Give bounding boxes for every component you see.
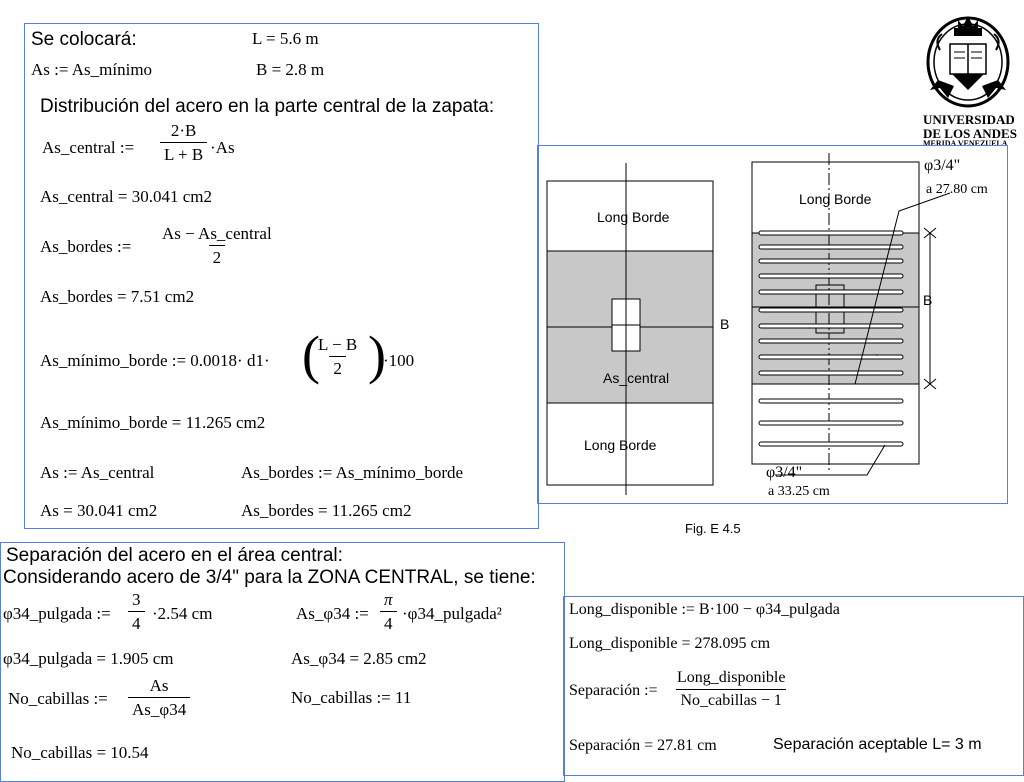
bar-top-spacing: a 27.80 cm bbox=[926, 182, 988, 197]
separacion-lhs: Separación := bbox=[569, 682, 658, 699]
separation-title: Separación del acero en el área central: bbox=[6, 545, 343, 566]
separacion-result: Separación = 27.81 cm bbox=[569, 737, 717, 754]
as-minimo-borde-denominator: 2 bbox=[329, 356, 346, 377]
phi-result: φ34_pulgada = 1.905 cm bbox=[3, 649, 174, 668]
as-phi-numerator: π bbox=[384, 590, 393, 609]
bar-bottom-label: φ3/4" bbox=[766, 464, 803, 481]
phi-def-tail: ·2.54 cm bbox=[152, 604, 213, 623]
as-final: As = 30.041 cm2 bbox=[40, 501, 158, 520]
se-colocara-label: Se colocará: bbox=[31, 29, 137, 50]
logo-line-2: DE LOS ANDES bbox=[923, 126, 1017, 141]
long-disponible-result: Long_disponible = 278.095 cm bbox=[569, 635, 771, 652]
as-phi-fraction: π 4 bbox=[380, 591, 397, 632]
separacion-fraction: Long_disponible No_cabillas − 1 bbox=[673, 670, 789, 709]
no-cabillas-fraction: As As_φ34 bbox=[128, 676, 191, 718]
as-minimo-borde-lhs: As_mínimo_borde := 0.0018· d1· bbox=[40, 351, 270, 370]
as-central-denominator: L + B bbox=[160, 142, 208, 163]
no-cabillas-lhs: No_cabillas := bbox=[8, 689, 108, 708]
as-bordes-numerator: As − As_central bbox=[162, 224, 272, 243]
logo-line-3: MERIDA VENEZUELA bbox=[923, 140, 1008, 145]
as-central-numerator: 2·B bbox=[170, 121, 197, 140]
separation-subtitle: Considerando acero de 3/4" para la ZONA … bbox=[3, 567, 536, 588]
as-central-lhs: As_central := bbox=[42, 138, 135, 157]
as-minimo-borde-result: As_mínimo_borde = 11.265 cm2 bbox=[40, 413, 266, 432]
phi-def-numerator: 3 bbox=[132, 590, 141, 609]
phi-def-denominator: 4 bbox=[128, 611, 145, 632]
right-long-borde: Long Borde bbox=[799, 191, 872, 207]
central-bars bbox=[758, 230, 904, 376]
as-minimo-borde-tail: ·100 bbox=[383, 351, 415, 370]
paren-right: ) bbox=[368, 325, 386, 385]
separacion-note: Separación aceptable L= 3 m bbox=[773, 736, 982, 753]
as-bordes-fraction: As − As_central 2 bbox=[158, 225, 276, 266]
as-bordes-result: As_bordes = 7.51 cm2 bbox=[40, 287, 195, 306]
as-central-fraction: 2·B L + B bbox=[160, 121, 208, 163]
left-b-label: B bbox=[720, 316, 730, 332]
phi-def-fraction: 3 4 bbox=[128, 591, 145, 632]
as-bordes-lhs: As_bordes := bbox=[40, 237, 132, 256]
as-bordes-final: As_bordes = 11.265 cm2 bbox=[241, 501, 412, 520]
as-phi-denominator: 4 bbox=[380, 611, 397, 632]
no-cabillas-numerator: As bbox=[149, 676, 169, 695]
figure-box bbox=[537, 145, 1008, 504]
no-cabillas-result: No_cabillas = 10.54 bbox=[11, 743, 149, 762]
right-b-label: B bbox=[923, 292, 933, 308]
logo-line-1: UNIVERSIDAD bbox=[923, 112, 1015, 127]
phi-def-lhs: φ34_pulgada := bbox=[3, 604, 111, 623]
as-bordes-denominator: 2 bbox=[208, 245, 226, 266]
bar-top-label: φ3/4" bbox=[924, 157, 961, 174]
figure-caption: Fig. E 4.5 bbox=[685, 521, 741, 536]
b-value: B = 2.8 m bbox=[256, 60, 325, 79]
university-seal-icon bbox=[926, 16, 1010, 108]
as-phi-tail: ·φ34_pulgada² bbox=[402, 604, 502, 623]
top-leader-line bbox=[854, 192, 951, 385]
border-bars bbox=[758, 398, 904, 447]
as-phi-lhs: As_φ34 := bbox=[296, 604, 369, 623]
footing-figure bbox=[546, 153, 951, 495]
left-as-central-label: As_central bbox=[603, 370, 670, 386]
bar-bottom-spacing: a 33.25 cm bbox=[768, 484, 830, 499]
left-long-borde-bottom: Long Borde bbox=[584, 437, 657, 453]
as-phi-result: As_φ34 = 2.85 cm2 bbox=[291, 649, 427, 668]
as-minimo-borde-fraction: L − B 2 bbox=[314, 336, 361, 377]
as-minimo-borde-numerator: L − B bbox=[318, 335, 358, 354]
bottom-leader-line bbox=[775, 444, 886, 476]
long-disponible-def: Long_disponible := B·100 − φ34_pulgada bbox=[569, 601, 840, 618]
distribution-title: Distribución del acero en la parte centr… bbox=[40, 96, 495, 117]
as-assign: As := As_central bbox=[40, 463, 155, 482]
no-cabillas-denominator: As_φ34 bbox=[128, 697, 191, 718]
left-long-borde-top: Long Borde bbox=[597, 209, 670, 225]
as-bordes-assign: As_bordes := As_mínimo_borde bbox=[241, 463, 464, 482]
paren-left: ( bbox=[302, 325, 320, 385]
right-footing-outline bbox=[751, 161, 920, 465]
no-cabillas-assign: No_cabillas := 11 bbox=[291, 688, 412, 707]
as-definition: As := As_mínimo bbox=[31, 60, 153, 79]
as-central-tail: ·As bbox=[210, 138, 235, 157]
left-footing-outline bbox=[546, 180, 714, 486]
calc-box-top bbox=[24, 23, 539, 529]
separacion-numerator: Long_disponible bbox=[677, 669, 786, 686]
separacion-denominator: No_cabillas − 1 bbox=[676, 689, 786, 709]
l-value: L = 5.6 m bbox=[252, 29, 319, 48]
as-central-result: As_central = 30.041 cm2 bbox=[40, 187, 212, 206]
